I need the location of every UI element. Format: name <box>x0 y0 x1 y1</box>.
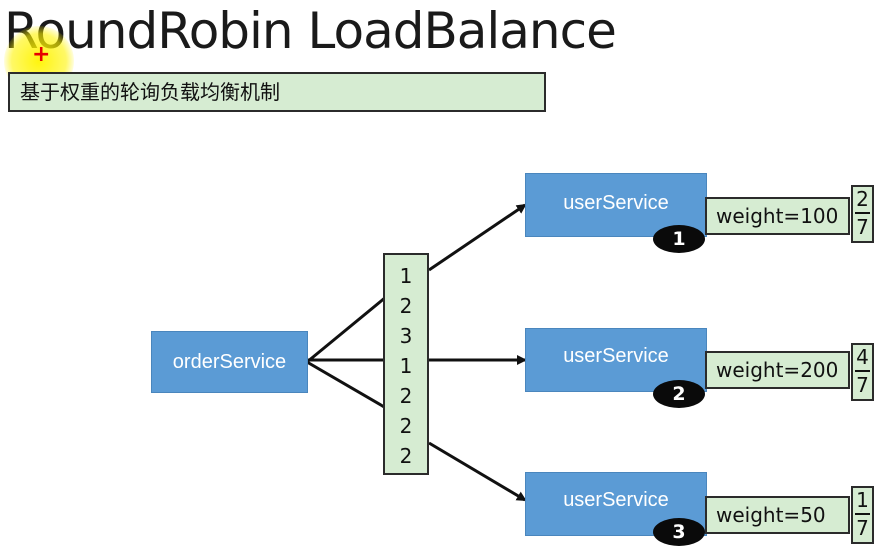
fraction-bar <box>855 370 870 372</box>
fraction-bar <box>855 513 870 515</box>
queue-item: 2 <box>399 414 413 438</box>
arrow-order-to-queue-bottom <box>306 360 387 410</box>
fraction-denominator: 7 <box>856 215 869 239</box>
slide-title: RoundRobin LoadBalance <box>4 2 617 60</box>
instance-badge-2: 2 <box>653 380 705 408</box>
weight-fraction-3: 1 7 <box>851 486 874 544</box>
request-queue: 1 2 3 1 2 2 2 <box>383 253 429 475</box>
fraction-numerator: 1 <box>856 488 869 512</box>
queue-item: 3 <box>399 324 413 348</box>
weight-fraction-1: 2 7 <box>851 185 874 243</box>
arrow-order-to-queue-top <box>306 295 387 364</box>
queue-item: 1 <box>399 264 413 288</box>
weight-label-1: weight=100 <box>705 197 850 235</box>
fraction-bar <box>855 212 870 214</box>
cursor-crosshair-icon: + <box>32 42 51 67</box>
instance-badge-1: 1 <box>653 225 705 253</box>
weight-label-3: weight=50 <box>705 496 850 534</box>
instance-badge-3: 3 <box>653 518 705 546</box>
fraction-denominator: 7 <box>856 516 869 540</box>
weight-label-2: weight=200 <box>705 351 850 389</box>
arrow-to-user-service-1 <box>428 203 527 272</box>
arrow-to-user-service-3 <box>428 441 527 502</box>
queue-item: 2 <box>399 444 413 468</box>
queue-item: 2 <box>399 294 413 318</box>
fraction-numerator: 4 <box>856 345 869 369</box>
weight-fraction-2: 4 7 <box>851 343 874 401</box>
slide-subtitle: 基于权重的轮询负载均衡机制 <box>8 72 546 112</box>
queue-item: 2 <box>399 384 413 408</box>
queue-item: 1 <box>399 354 413 378</box>
order-service-box: orderService <box>151 331 308 393</box>
fraction-denominator: 7 <box>856 373 869 397</box>
fraction-numerator: 2 <box>856 187 869 211</box>
